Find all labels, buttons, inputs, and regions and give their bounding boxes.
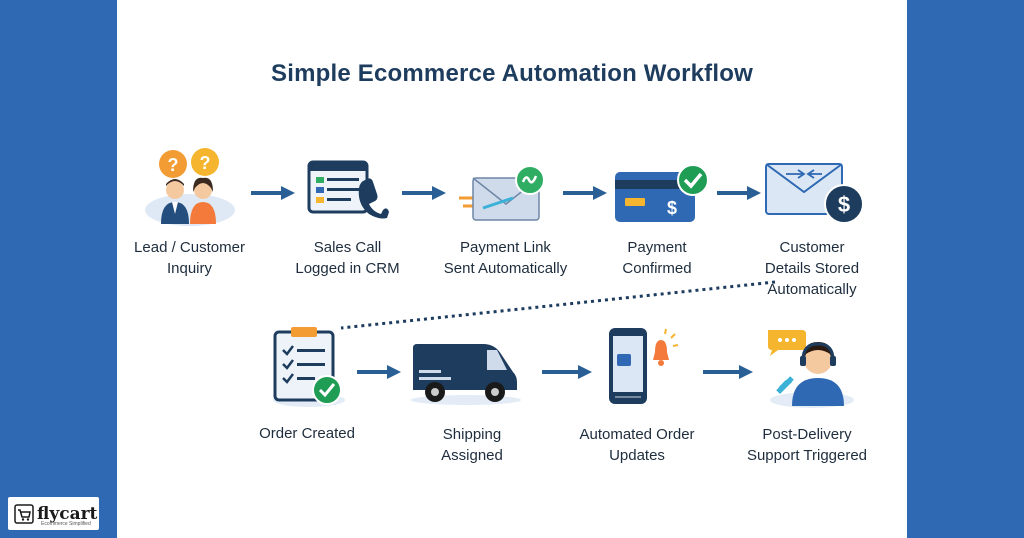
- cart-logo-icon: [14, 503, 34, 524]
- payment-link-envelope-icon: [459, 165, 545, 221]
- arrow-2-3: [402, 186, 446, 200]
- step-label-customer-details: Customer Details Stored Automatically: [764, 239, 860, 298]
- arrow-8-9: [703, 365, 753, 379]
- step-label-order-updates: Automated Order Updates: [579, 426, 695, 464]
- credit-card-check-icon: $: [615, 164, 709, 222]
- step-label-post-delivery: Post-Delivery Support Triggered: [746, 426, 868, 464]
- customers-question-icon: ? ?: [145, 148, 235, 226]
- step-label-payment-link: Payment Link Sent Automatically: [443, 239, 568, 277]
- support-agent-headset-icon: [768, 330, 854, 408]
- arrow-3-4: [563, 186, 607, 200]
- svg-text:$: $: [838, 192, 850, 217]
- logo-tagline: Ecommerce Simplified: [41, 521, 91, 527]
- right-frame-band: [907, 0, 1024, 538]
- arrow-6-7: [357, 365, 401, 379]
- svg-text:?: ?: [168, 155, 179, 175]
- svg-text:?: ?: [200, 153, 211, 173]
- left-frame-band: [0, 0, 117, 538]
- phone-notification-bell-icon: [609, 328, 679, 404]
- step-label-sales-call: Sales Call Logged in CRM: [295, 239, 400, 277]
- dotted-connector: [340, 280, 776, 330]
- arrow-4-5: [717, 186, 761, 200]
- step-label-shipping: Shipping Assigned: [441, 426, 503, 464]
- step-label-payment-confirmed: Payment Confirmed: [622, 239, 692, 277]
- arrow-7-8: [542, 365, 592, 379]
- crm-phone-icon: [307, 160, 389, 219]
- clipboard-checklist-icon: [273, 327, 345, 407]
- page-title: Simple Ecommerce Automation Workflow: [271, 60, 753, 87]
- step-label-order-created: Order Created: [259, 425, 355, 442]
- flycart-logo: flycart Ecommerce Simplified: [8, 497, 99, 530]
- logo-wordmark: flycart: [37, 503, 98, 524]
- step-label-lead: Lead / Customer Inquiry: [134, 239, 245, 277]
- delivery-van-icon: [411, 344, 521, 405]
- arrow-1-2: [251, 186, 295, 200]
- svg-text:$: $: [667, 198, 677, 218]
- workflow-card: Simple Ecommerce Automation Workflow ? ?: [117, 0, 907, 538]
- envelope-dollar-icon: $: [765, 163, 864, 224]
